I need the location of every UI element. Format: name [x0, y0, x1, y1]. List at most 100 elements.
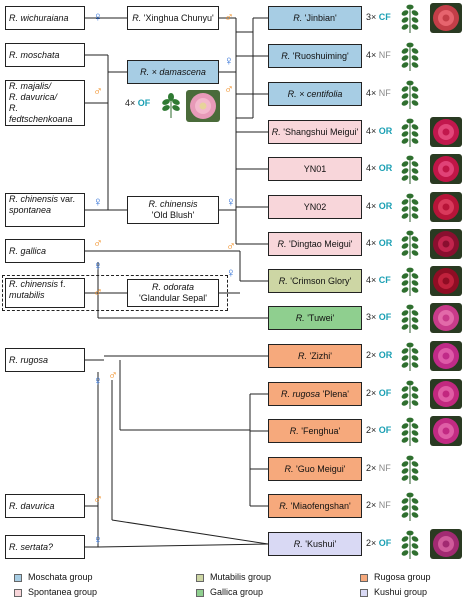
cultivar-ploidy: 4× NF [366, 50, 391, 61]
cultivar-ploidy: 4× OR [366, 126, 392, 137]
legend-item: Moschata group [14, 572, 93, 583]
intermediate-label-b: 'Glandular Sepal' [139, 293, 207, 303]
ploidy-number: 2× [366, 388, 377, 398]
cultivar-name: × centifolia [296, 88, 343, 99]
cultivar-leaf-image [401, 193, 419, 222]
ploidy-number: 3× [366, 312, 377, 322]
ploidy-trait: OR [378, 201, 393, 211]
cultivar-prefix: R. [295, 312, 305, 323]
ploidy-trait: OF [378, 312, 392, 322]
cultivar-name: 'Shangshui Meigui' [280, 126, 359, 137]
ploidy-trait: OR [378, 238, 393, 248]
cultivar-flower-image [430, 416, 462, 446]
cultivar-prefix: R. [279, 500, 289, 511]
ploidy-trait: CF [378, 12, 391, 22]
cultivar-flower-image [430, 192, 462, 222]
cultivar-name: YN02 [303, 201, 327, 212]
cultivar-prefix: R. [271, 126, 281, 137]
cultivar-name: 'Plena' [320, 388, 349, 399]
parent-box-moschata: R. moschata [5, 43, 85, 67]
cultivar-leaf-image [401, 118, 419, 147]
parent-box-rugosa: R. rugosa [5, 348, 85, 372]
female-symbol: ♀ [226, 265, 236, 280]
parent-label-line1: R. majalis/ [9, 81, 52, 91]
legend-label: Spontanea group [28, 587, 98, 597]
intermediate-label-a: R. chinensis [148, 199, 198, 209]
cultivar-flower-image [430, 303, 462, 333]
ploidy-trait: NF [378, 500, 391, 510]
cultivar-name: 'Zizhi' [307, 350, 332, 361]
legend-item: Kushui group [360, 587, 427, 598]
male-symbol: ♂ [224, 9, 234, 24]
cultivar-prefix: R. [284, 463, 294, 474]
legend-swatch [196, 588, 204, 597]
parent-label: R. gallica [9, 245, 47, 256]
female-symbol: ♀ [93, 9, 103, 24]
cultivar-leaf-image [401, 42, 419, 71]
male-symbol: ♂ [93, 235, 103, 250]
connector-line [111, 519, 269, 545]
cultivar-flower-image [430, 266, 462, 296]
cultivar-name: 'Ruoshuiming' [290, 50, 349, 61]
cultivar-box: R. 'Crimson Glory' [268, 269, 362, 293]
parent-box-mutabilis: R. chinensis f. mutabilis [5, 278, 85, 308]
cultivar-prefix: R. [287, 88, 297, 99]
connector-line [97, 543, 269, 548]
parent-box-gallica: R. gallica [5, 239, 85, 263]
parent-label: R. sertata? [9, 541, 54, 552]
cultivar-flower-image [430, 341, 462, 371]
legend-swatch [14, 573, 22, 582]
cultivar-leaf-image [401, 155, 419, 184]
parent-label-line2: R. davurica/ [9, 92, 58, 102]
cultivar-box: R. 'Kushui' [268, 532, 362, 556]
ploidy-number: 2× [366, 350, 377, 360]
cultivar-ploidy: 4× OR [366, 163, 392, 174]
cultivar-name: 'Jinbian' [302, 12, 337, 23]
legend-label: Moschata group [28, 572, 93, 582]
legend-label: Mutabilis group [210, 572, 272, 582]
cultivar-ploidy: 4× OR [366, 201, 392, 212]
intermediate-box-old-blush: R. chinensis 'Old Blush' [127, 196, 219, 224]
parent-label: R. rugosa [9, 354, 49, 365]
cultivar-leaf-image [401, 304, 419, 333]
cultivar-name: 'Crimson Glory' [287, 275, 352, 286]
ploidy-trait: OR [378, 163, 393, 173]
parent-label: R. moschata [9, 49, 60, 60]
ploidy-trait: NF [378, 463, 391, 473]
ploidy-number: 4× [366, 201, 377, 211]
cultivar-leaf-image [401, 230, 419, 259]
cultivar-flower-image [430, 117, 462, 147]
parent-box-spontanea: R. chinensis var. spontanea [5, 193, 85, 227]
intermediate-label-a: R. odorata [151, 282, 195, 292]
cultivar-box: R. 'Guo Meigui' [268, 457, 362, 481]
legend-swatch [196, 573, 204, 582]
male-symbol: ♂ [93, 491, 103, 506]
parent-label-line2: mutabilis [9, 290, 45, 300]
legend-swatch [14, 588, 22, 597]
intermediate-label-b: 'Xinghua Chunyu' [141, 12, 214, 23]
male-symbol: ♂ [226, 238, 236, 253]
legend-label: Gallica group [210, 587, 264, 597]
cultivar-leaf-image [401, 380, 419, 409]
ploidy-trait: CF [378, 275, 391, 285]
legend-item: Rugosa group [360, 572, 431, 583]
cultivar-ploidy: 2× NF [366, 463, 391, 474]
intermediate-label-a: R. [132, 12, 142, 23]
ploidy-trait: NF [378, 88, 391, 98]
ploidy-trait: NF [378, 50, 391, 60]
cultivar-box: YN02 [268, 195, 362, 219]
ploidy-number: 4× [366, 126, 377, 136]
cultivar-leaf-image [401, 455, 419, 484]
intermediate-label-a: R. [140, 66, 150, 77]
ploidy-trait: OF [378, 425, 392, 435]
ploidy-trait: OR [378, 126, 393, 136]
legend-label: Rugosa group [374, 572, 431, 582]
cultivar-leaf-image [401, 80, 419, 109]
intermediate-box-glandular-sepal: R. odorata 'Glandular Sepal' [127, 279, 219, 307]
female-symbol: ♀ [226, 194, 236, 209]
cultivar-ploidy: 3× CF [366, 12, 391, 23]
damascena-ploidy: 4× OF [125, 98, 150, 109]
cultivar-flower-image [430, 229, 462, 259]
male-symbol: ♂ [224, 81, 234, 96]
